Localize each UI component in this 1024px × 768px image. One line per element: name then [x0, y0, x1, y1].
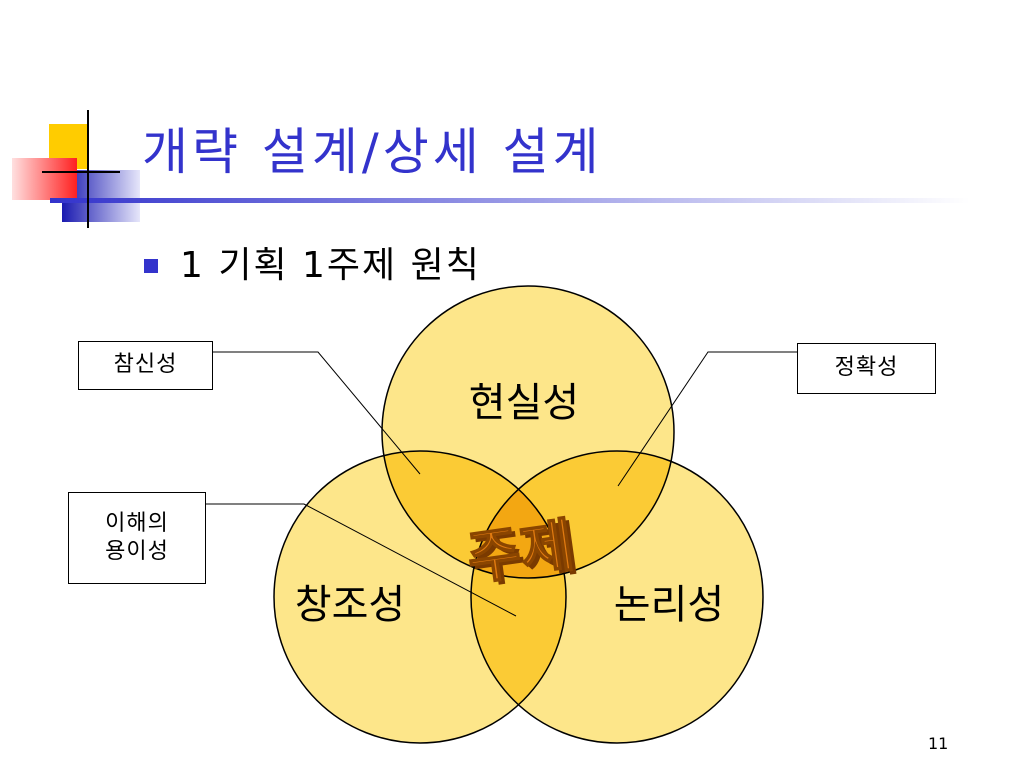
title-underline [50, 198, 970, 203]
circle-label-creativity: 창조성 [295, 582, 405, 628]
callout-understanding-line1: 이해의 [105, 511, 169, 536]
circle-label-realism: 현실성 [469, 380, 579, 426]
callout-line-novelty [213, 351, 421, 475]
callout-box-understanding: 이해의 용이성 [68, 492, 206, 584]
circle-outlines [273, 285, 764, 744]
red-square [12, 158, 77, 200]
center-label: 주제 [463, 511, 578, 593]
center-word-art: 주제 주제 [462, 510, 582, 596]
callout-lines [206, 351, 797, 617]
circle-label-logic: 논리성 [614, 582, 724, 628]
bullet-item: 1 기획 1주제 원칙 [144, 236, 481, 288]
bullet-text: 1 기획 1주제 원칙 [180, 245, 481, 286]
center-label-shadow: 주제 [467, 514, 582, 596]
overlap-center [471, 451, 566, 578]
callout-understanding-line2: 용이성 [105, 539, 169, 564]
callout-box-novelty: 참신성 [78, 341, 213, 390]
slide-decoration [12, 110, 970, 228]
square-bullet-icon [144, 259, 158, 273]
slide-title: 개략 설계/상세 설계 [142, 123, 603, 181]
page-number: 11 [928, 734, 949, 753]
callout-line-accuracy [617, 351, 797, 487]
callout-box-accuracy: 정확성 [797, 343, 936, 394]
callout-line-understanding [206, 503, 517, 617]
